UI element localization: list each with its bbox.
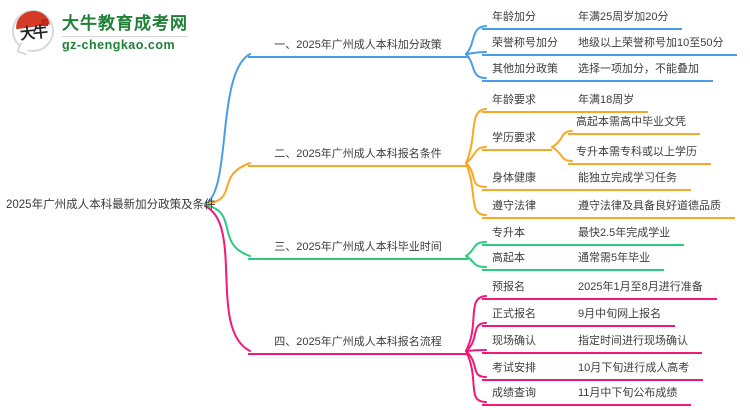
- node-label: 正式报名: [492, 308, 536, 320]
- branch2-label: 二、2025年广州成人本科报名条件: [248, 145, 468, 167]
- node-value: 11月中下旬公布成绩: [578, 387, 678, 399]
- node-value: 能独立完成学习任务: [578, 172, 677, 184]
- node-value: 选择一项加分，不能叠加: [578, 63, 699, 75]
- node-value: 年满25周岁加20分: [578, 11, 669, 23]
- node-label: 身体健康: [492, 172, 536, 184]
- node-value: 指定时间进行现场确认: [578, 335, 688, 347]
- node-value: 通常需5年毕业: [578, 252, 651, 264]
- node-label: 其他加分政策: [492, 63, 558, 75]
- node-edu-req-zhuanshengben: 专升本需专科或以上学历: [568, 143, 711, 165]
- node-score-query: 成绩查询 11月中下旬公布成绩: [482, 384, 692, 406]
- node-gaoqiben-time: 高起本 通常需5年毕业: [482, 249, 665, 271]
- node-value: 遵守法律及具备良好道德品质: [578, 200, 721, 212]
- node-label: 遵守法律: [492, 200, 536, 212]
- node-other-bonus: 其他加分政策 选择一项加分，不能叠加: [482, 60, 713, 82]
- node-value: 地级以上荣誉称号加10至50分: [578, 37, 724, 49]
- node-label: 现场确认: [492, 335, 536, 347]
- node-health-req: 身体健康 能独立完成学习任务: [482, 169, 691, 191]
- logo-domain-text: gz-chengkao.com: [62, 36, 188, 52]
- node-onsite-confirm: 现场确认 指定时间进行现场确认: [482, 332, 702, 354]
- node-label: 专升本: [492, 227, 525, 239]
- branch3-curve: [204, 204, 251, 257]
- node-value: 2025年1月至8月进行准备: [578, 281, 703, 293]
- node-label: 学历要求: [492, 132, 536, 144]
- node-label: 考试安排: [492, 362, 536, 374]
- branch1-curve: [204, 53, 251, 205]
- node-age-req: 年龄要求 年满18周岁: [482, 91, 649, 113]
- logo-brand-text: 大牛教育成考网: [62, 14, 188, 33]
- branch4-curve: [204, 205, 251, 352]
- node-exam-schedule: 考试安排 10月下旬进行成人高考: [482, 359, 704, 381]
- site-logo[interactable]: 大牛 大牛教育成考网 gz-chengkao.com: [12, 8, 188, 55]
- branch4-label: 四、2025年广州成人本科报名流程: [248, 333, 468, 355]
- node-zhuanshengben-time: 专升本 最快2.5年完成学业: [482, 224, 685, 246]
- root-node: 2025年广州成人本科最新加分政策及条件: [6, 199, 216, 211]
- node-label: 年龄加分: [492, 11, 536, 23]
- node-label: 年龄要求: [492, 94, 536, 106]
- node-pre-register: 预报名 2025年1月至8月进行准备: [482, 278, 717, 300]
- node-label: 成绩查询: [492, 387, 536, 399]
- node-age-bonus: 年龄加分 年满25周岁加20分: [482, 8, 683, 30]
- node-label: 预报名: [492, 281, 525, 293]
- node-value: 专升本需专科或以上学历: [576, 146, 697, 158]
- node-value: 年满18周岁: [578, 94, 635, 106]
- node-label: 高起本: [492, 252, 525, 264]
- logo-bubble-tail: [16, 42, 30, 55]
- node-law-req: 遵守法律 遵守法律及具备良好道德品质: [482, 197, 735, 219]
- node-honor-bonus: 荣誉称号加分 地级以上荣誉称号加10至50分: [482, 34, 738, 56]
- node-value: 10月下旬进行成人高考: [578, 362, 690, 374]
- logo-bubble-icon: 大牛: [12, 8, 54, 55]
- node-edu-req-gaoqiben: 高起本需高中毕业文凭: [568, 113, 700, 135]
- node-value: 高起本需高中毕业文凭: [576, 116, 686, 128]
- node-value: 9月中旬网上报名: [578, 308, 662, 320]
- node-official-register: 正式报名 9月中旬网上报名: [482, 305, 676, 327]
- node-value: 最快2.5年完成学业: [578, 227, 671, 239]
- logo-seal-icon: [41, 18, 48, 26]
- node-edu-req: 学历要求: [482, 129, 552, 151]
- node-label: 荣誉称号加分: [492, 37, 558, 49]
- branch3-label: 三、2025年广州成人本科毕业时间: [248, 238, 468, 260]
- branch1-label: 一、2025年广州成人本科加分政策: [248, 36, 468, 58]
